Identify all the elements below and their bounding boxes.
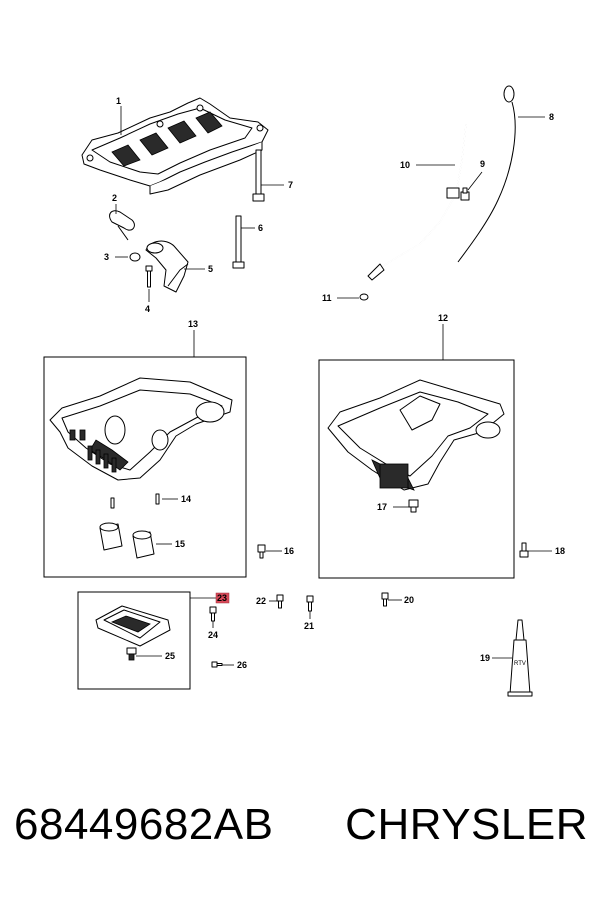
callout-9: 9 <box>480 159 485 169</box>
leader-9 <box>467 171 483 191</box>
bolt-16 <box>257 544 266 559</box>
callout-13-group: 13 <box>188 319 198 357</box>
retaining-clip <box>109 210 135 241</box>
o-ring <box>129 252 141 262</box>
stud-21 <box>306 595 314 612</box>
callout-16: 16 <box>284 546 294 556</box>
oil-pan-cover-box-23 <box>77 591 191 690</box>
rtv-sealant-tube: RTV <box>507 619 533 697</box>
dipstick-tube <box>367 123 467 281</box>
callout-22: 22 <box>256 596 266 606</box>
callout-24: 24 <box>208 630 218 640</box>
drain-plug-17 <box>408 499 419 513</box>
oil-filter-adapters-15 <box>99 522 155 559</box>
screw-26 <box>211 661 223 668</box>
footer: 68449682AB CHRYSLER <box>0 800 600 860</box>
bolt-18 <box>519 542 529 558</box>
oil-pan-kit-box-13 <box>43 356 247 578</box>
callout-1: 1 <box>116 96 121 106</box>
pickup-bolt <box>145 265 153 288</box>
callout-23: 23 <box>217 593 227 603</box>
tube-o-ring <box>359 293 369 301</box>
callout-19: 19 <box>480 653 490 663</box>
long-bolt-6 <box>232 215 245 269</box>
callout-8: 8 <box>549 112 554 122</box>
drain-plug-25 <box>126 647 137 661</box>
callout-20: 20 <box>404 595 414 605</box>
callout-7: 7 <box>288 180 293 190</box>
oil-pan-cover-23 <box>95 605 171 647</box>
bolt-24 <box>209 606 217 622</box>
oil-pan-assembly-12 <box>327 379 505 491</box>
callout-4: 4 <box>145 304 150 314</box>
callout-13: 13 <box>188 319 198 329</box>
callout-25: 25 <box>165 651 175 661</box>
callout-12-group: 12 <box>438 313 448 360</box>
tube-bolt <box>460 187 470 201</box>
pin-14 <box>110 493 160 509</box>
callout-21: 21 <box>304 621 314 631</box>
callout-26: 26 <box>237 660 247 670</box>
bolt-22 <box>276 594 284 609</box>
callout-15: 15 <box>175 539 185 549</box>
callout-14: 14 <box>181 494 191 504</box>
oil-pan-assembly-13 <box>49 377 233 481</box>
oil-pickup-tube <box>145 240 189 293</box>
brand-name: CHRYSLER <box>345 800 588 849</box>
part-number: 68449682AB <box>14 800 274 849</box>
callout-23-highlight <box>215 592 230 604</box>
oil-dipstick <box>457 85 516 263</box>
upper-oil-pan-frame <box>81 97 269 195</box>
callout-10: 10 <box>400 160 410 170</box>
callout-6: 6 <box>258 223 263 233</box>
callout-17: 17 <box>377 502 387 512</box>
oil-pan-kit-box-12 <box>318 359 515 579</box>
callout-2: 2 <box>112 193 117 203</box>
callout-5: 5 <box>208 264 213 274</box>
bolt-20 <box>381 592 389 607</box>
callout-18: 18 <box>555 546 565 556</box>
exploded-parts-diagram: 1 2 3 4 5 6 7 8 <box>43 85 565 697</box>
long-bolt-7 <box>252 149 265 202</box>
callout-12: 12 <box>438 313 448 323</box>
rtv-label: RTV <box>514 661 526 667</box>
callout-11: 11 <box>322 293 332 303</box>
callout-3: 3 <box>104 252 109 262</box>
